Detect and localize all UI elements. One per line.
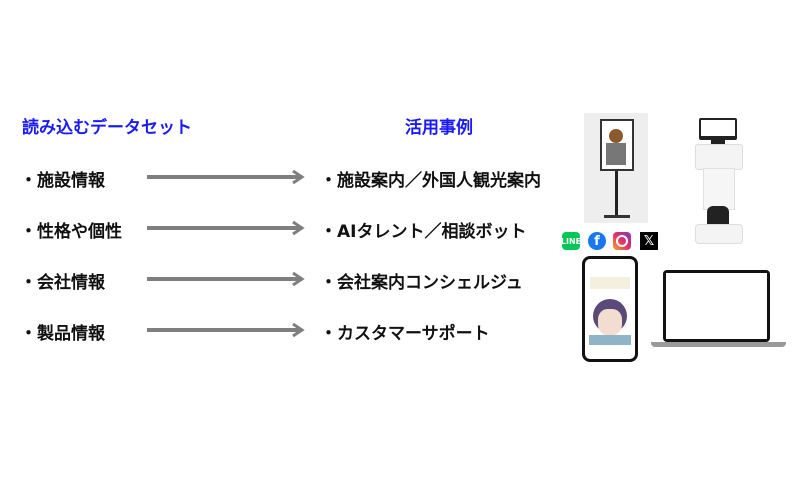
arrow-right-icon <box>147 323 305 337</box>
robot-image <box>693 118 745 244</box>
smartphone-image <box>582 256 638 362</box>
use-case-item: ・会社案内コンシェルジュ <box>320 268 523 293</box>
line-icon: LINE <box>561 232 581 250</box>
signage-kiosk-image <box>584 113 648 223</box>
use-case-label: 施設案内／外国人観光案内 <box>337 171 541 191</box>
x-icon: 𝕏 <box>640 232 658 250</box>
dataset-heading: 読み込むデータセット <box>22 118 192 138</box>
dataset-label: 会社情報 <box>37 273 105 293</box>
use-case-label: AIタレント／相談ボット <box>337 222 527 242</box>
laptop-image <box>651 270 786 350</box>
bullet: ・ <box>320 222 337 242</box>
instagram-icon <box>613 232 631 250</box>
bullet: ・ <box>20 222 37 242</box>
arrow-right-icon <box>147 221 305 235</box>
use-case-item: ・AIタレント／相談ボット <box>320 217 526 242</box>
arrow-right-icon <box>147 170 305 184</box>
dataset-item: ・施設情報 <box>20 166 105 191</box>
use-case-label: 会社案内コンシェルジュ <box>337 273 523 293</box>
dataset-item: ・会社情報 <box>20 268 105 293</box>
bullet: ・ <box>320 324 337 344</box>
dataset-item: ・性格や個性 <box>20 217 122 242</box>
facebook-icon: f <box>588 232 606 250</box>
dataset-label: 施設情報 <box>37 171 105 191</box>
arrow-right-icon <box>147 272 305 286</box>
bullet: ・ <box>20 273 37 293</box>
dataset-item: ・製品情報 <box>20 319 105 344</box>
bullet: ・ <box>20 171 37 191</box>
use-case-heading: 活用事例 <box>405 118 473 138</box>
dataset-label: 性格や個性 <box>37 222 122 242</box>
use-case-label: カスタマーサポート <box>337 324 490 344</box>
bullet: ・ <box>20 324 37 344</box>
dataset-label: 製品情報 <box>37 324 105 344</box>
use-case-item: ・カスタマーサポート <box>320 319 490 344</box>
use-case-item: ・施設案内／外国人観光案内 <box>320 166 541 191</box>
bullet: ・ <box>320 273 337 293</box>
bullet: ・ <box>320 171 337 191</box>
